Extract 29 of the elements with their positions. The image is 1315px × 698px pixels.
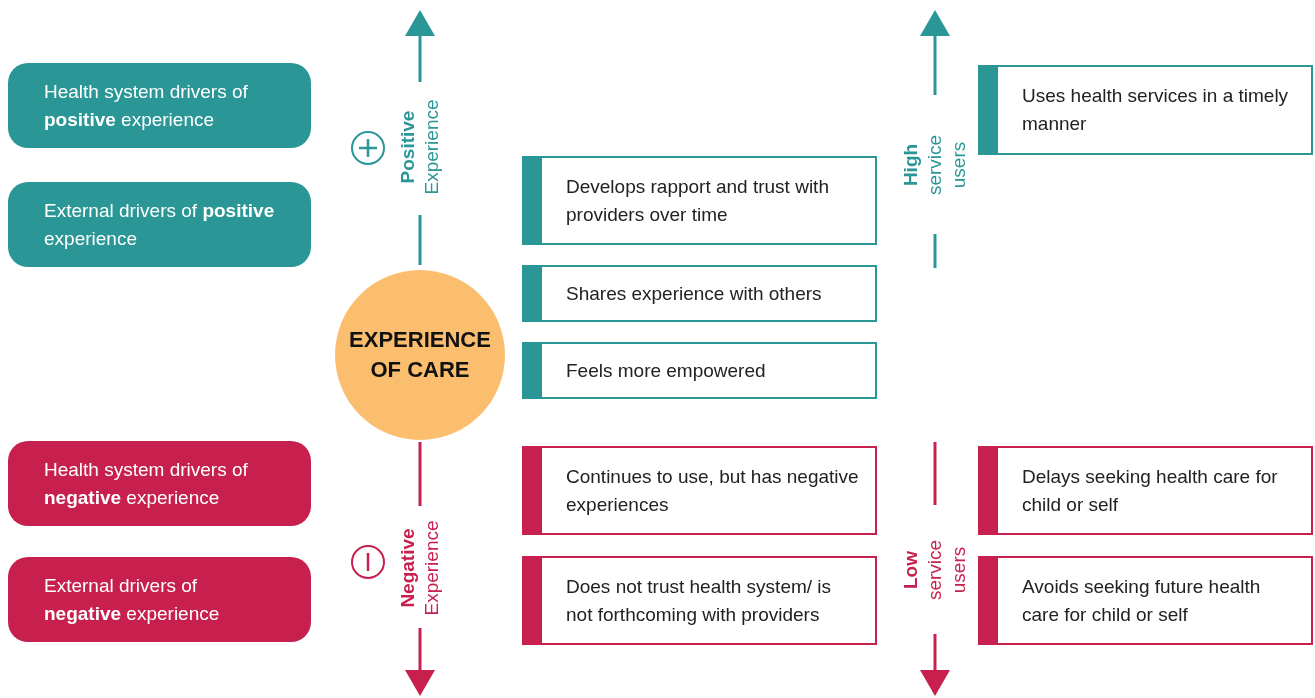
box-text: Continues to use, but has negative experiences: [566, 464, 860, 517]
box-text: Uses health services in a timely manner: [1022, 84, 1290, 136]
driver-box: [8, 441, 311, 526]
center-label: EXPERIENCE OF CARE: [348, 326, 492, 384]
outcome-box: [522, 446, 877, 535]
outcome-box: [978, 446, 1313, 535]
box-text: Does not trust health system/ is not forthcoming with providers: [566, 574, 833, 627]
box-text: External drivers of negative experience: [44, 573, 221, 626]
outcome-box: [978, 556, 1313, 645]
outcome-box: [522, 556, 877, 645]
box-text: Develops rapport and trust with providers over time: [566, 174, 830, 227]
driver-box: [8, 63, 311, 148]
box-text: Shares experience with others: [566, 281, 822, 306]
outcome-box: [978, 65, 1313, 155]
axis-label: Low service users: [899, 539, 970, 601]
box-text: Feels more empowered: [566, 358, 766, 383]
box-text: External drivers of positive experience: [44, 198, 275, 251]
box-text: Avoids seeking future health care for child or self: [1022, 574, 1262, 627]
outcome-box: [522, 265, 877, 322]
box-text: Delays seeking health care for child or self: [1022, 464, 1279, 517]
axis-label: High service users: [899, 134, 970, 196]
outcome-box: [522, 156, 877, 245]
outcome-box: [522, 342, 877, 399]
axis-label: Negative Experience: [396, 520, 443, 616]
axis-label: Positive Experience: [396, 99, 443, 195]
box-text: Health system drivers of positive experience: [44, 79, 249, 132]
driver-box: [8, 182, 311, 267]
box-text: Health system drivers of negative experience: [44, 457, 249, 510]
driver-box: [8, 557, 311, 642]
